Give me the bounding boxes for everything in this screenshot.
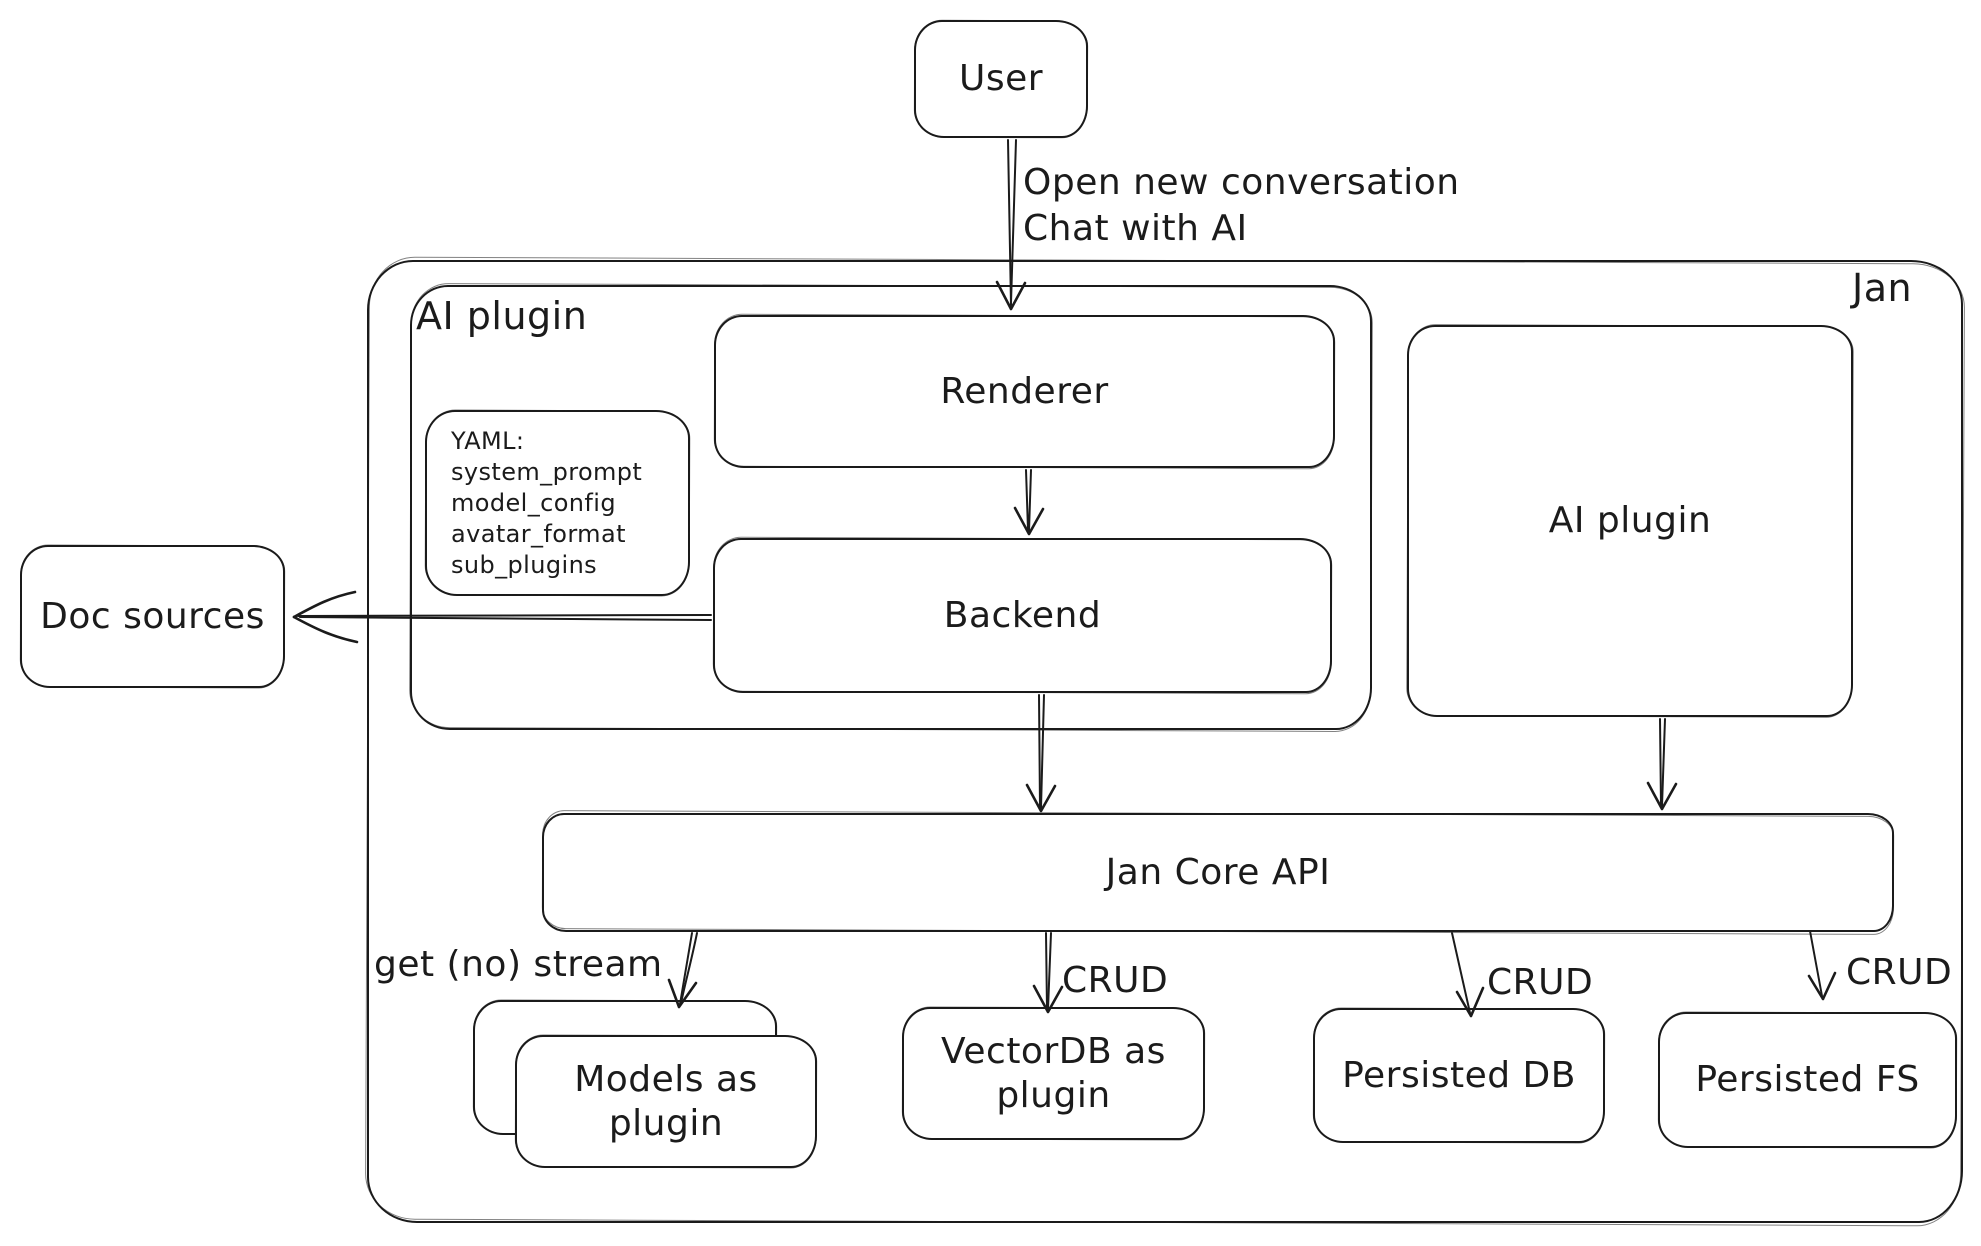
- edge-label-crud-persisted-db: CRUD: [1487, 962, 1594, 1003]
- node-persisted-db: Persisted DB: [1313, 1008, 1605, 1143]
- node-renderer: Renderer: [714, 315, 1335, 468]
- yaml-line: YAML:: [451, 427, 525, 455]
- node-persisted-fs: Persisted FS: [1658, 1012, 1957, 1148]
- node-user: User: [914, 20, 1088, 138]
- node-vectordb-as-plugin-label: VectorDB as plugin: [941, 1031, 1166, 1116]
- edge-label-crud-persisted-fs: CRUD: [1846, 952, 1953, 993]
- node-doc-sources-label: Doc sources: [40, 595, 265, 637]
- jan-container-label: Jan: [1852, 266, 1913, 310]
- node-persisted-fs-label: Persisted FS: [1695, 1059, 1920, 1101]
- node-ai-plugin: AI plugin: [1407, 325, 1853, 717]
- yaml-line: system_prompt: [451, 458, 643, 486]
- node-models-as-plugin-label: Models as plugin: [574, 1059, 758, 1144]
- yaml-line: sub_plugins: [451, 551, 598, 579]
- node-jan-core-api-label: Jan Core API: [1105, 851, 1331, 893]
- jan-container-box: [367, 260, 1963, 1223]
- node-backend-label: Backend: [943, 594, 1102, 636]
- node-jan-core-api: Jan Core API: [542, 813, 1894, 932]
- node-renderer-label: Renderer: [940, 370, 1109, 412]
- yaml-line: model_config: [451, 489, 616, 517]
- node-user-label: User: [958, 58, 1044, 100]
- node-ai-plugin-label: AI plugin: [1548, 500, 1712, 542]
- node-backend: Backend: [713, 538, 1332, 693]
- ai-plugin-group-box: [410, 285, 1372, 730]
- node-persisted-db-label: Persisted DB: [1342, 1054, 1576, 1096]
- node-doc-sources: Doc sources: [20, 545, 285, 688]
- node-models-as-plugin: Models as plugin: [515, 1035, 817, 1168]
- node-vectordb-as-plugin: VectorDB as plugin: [902, 1007, 1205, 1140]
- edge-label-stream: get (no) stream: [374, 944, 663, 985]
- edge-label-crud-vectordb: CRUD: [1062, 960, 1169, 1001]
- yaml-note-text: YAML: system_prompt model_config avatar_…: [451, 426, 642, 581]
- yaml-note: YAML: system_prompt model_config avatar_…: [425, 410, 690, 596]
- edge-label-user-action: Open new conversation Chat with AI: [1023, 160, 1460, 252]
- yaml-line: avatar_format: [451, 520, 626, 548]
- ai-plugin-group-label: AI plugin: [416, 294, 588, 338]
- edge-label-user-action-line1: Open new conversation: [1023, 162, 1460, 203]
- edge-label-user-action-line2: Chat with AI: [1023, 208, 1248, 250]
